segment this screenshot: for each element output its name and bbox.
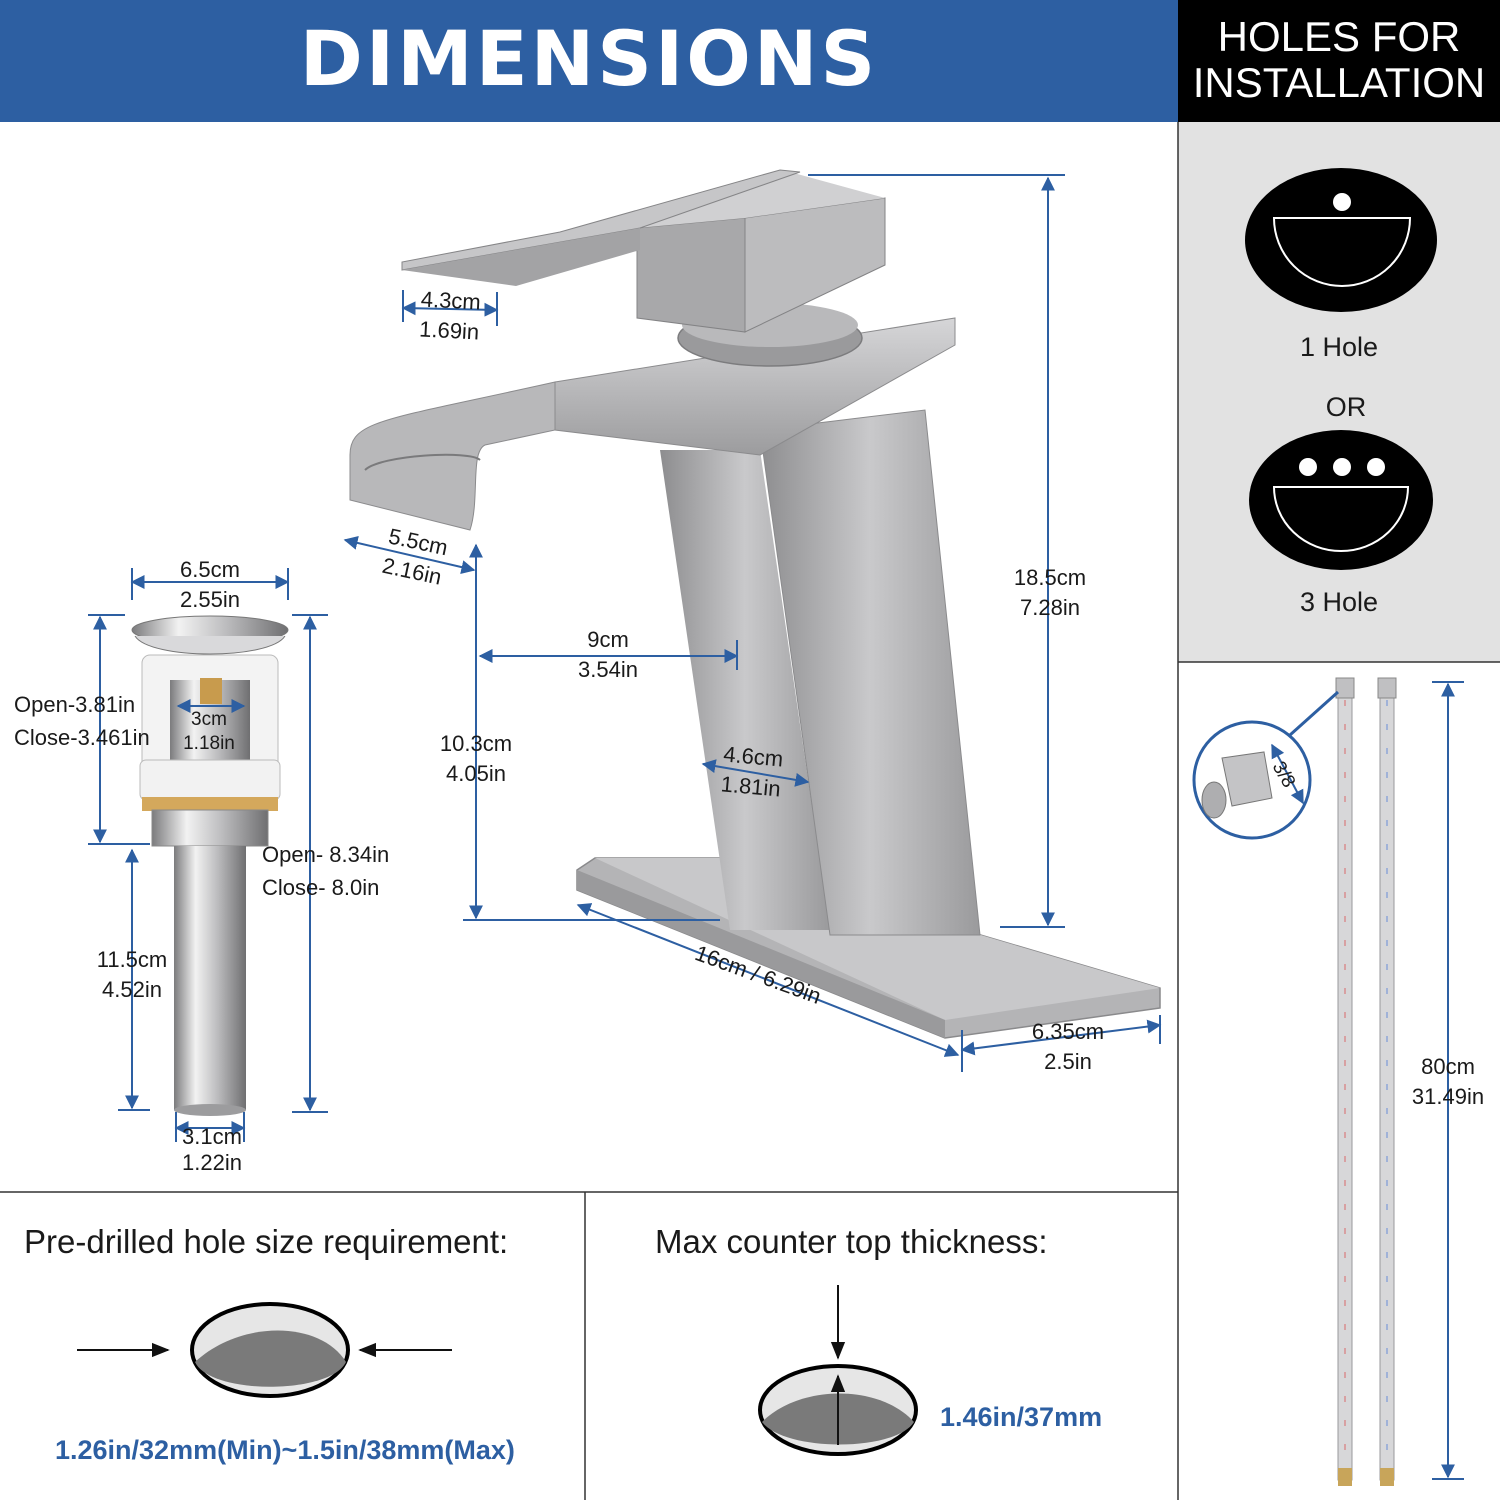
three-hole-sink-icon: [1249, 430, 1433, 570]
page-title: DIMENSIONS: [299, 14, 879, 103]
spout-reach-cm: 9cm: [587, 627, 629, 652]
open-upper-text: Open-3.81in: [14, 692, 136, 717]
header-bar: [0, 0, 1178, 122]
total-drain-label: Open- 8.34in Close- 8.0in: [262, 838, 389, 904]
spout-reach-in: 3.54in: [578, 657, 638, 682]
open-total-text: Open- 8.34in: [262, 842, 390, 867]
thickness-title: Max counter top thickness:: [655, 1223, 1048, 1260]
cap-width-in: 2.55in: [180, 587, 240, 612]
hole-size-icon: [190, 1302, 350, 1398]
cap-width-label: 6.5cm 2.55in: [160, 555, 260, 615]
hole-size-title: Pre-drilled hole size requirement:: [24, 1223, 509, 1260]
body-width-label: 4.6cm 1.81in: [700, 738, 805, 806]
one-hole-label: 1 Hole: [1299, 332, 1379, 362]
upper-height-label: Open-3.81in Close-3.461in: [14, 688, 150, 754]
spout-height-cm: 10.3cm: [439, 731, 513, 756]
dimension-lines: [88, 174, 1464, 1480]
tail-dia-in: 1.22in: [182, 1150, 242, 1175]
side-header-line-1: HOLES FOR: [1217, 13, 1461, 60]
plate-width-label: 6.35cm 2.5in: [1018, 1017, 1118, 1077]
tail-length-in: 4.52in: [102, 977, 162, 1002]
or-label: OR: [1325, 392, 1367, 422]
tail-length-label: 11.5cm 4.52in: [82, 945, 182, 1005]
total-height-cm: 18.5cm: [1013, 565, 1087, 590]
inner-dia-cm: 3cm: [191, 709, 227, 730]
spout-reach-label: 9cm 3.54in: [558, 625, 658, 685]
plate-width-cm: 6.35cm: [1031, 1019, 1105, 1044]
three-hole-label: 3 Hole: [1299, 587, 1379, 617]
panel-borders: [0, 122, 1500, 1500]
tail-dia-label: 3.1cm 1.22in: [162, 1124, 262, 1176]
hose-length-label: 80cm 31.49in: [1398, 1052, 1498, 1112]
cap-width-cm: 6.5cm: [180, 557, 240, 582]
side-header-title: HOLES FOR INSTALLATION: [1178, 14, 1500, 106]
inner-dia-in: 1.18in: [183, 733, 235, 754]
one-hole-sink-icon: [1245, 168, 1437, 312]
side-header-bar: [1178, 0, 1500, 122]
tail-dia-cm: 3.1cm: [182, 1124, 242, 1149]
hole-size-value: 1.26in/32mm(Min)~1.5in/38mm(Max): [55, 1435, 515, 1465]
thickness-value: 1.46in/37mm: [940, 1402, 1103, 1432]
handle-width-label: 4.3cm 1.69in: [398, 283, 501, 348]
note-arrows: [77, 1285, 846, 1445]
side-header-line-2: INSTALLATION: [1192, 59, 1486, 106]
close-upper-text: Close-3.461in: [14, 725, 150, 750]
spout-height-in: 4.05in: [446, 761, 506, 786]
plate-width-in: 2.5in: [1044, 1049, 1092, 1074]
hose-length-in: 31.49in: [1411, 1084, 1485, 1109]
hoses-illustration: [1192, 677, 1397, 1486]
tail-length-cm: 11.5cm: [96, 947, 168, 972]
handle-width-in: 1.69in: [418, 316, 480, 345]
close-total-text: Close- 8.0in: [262, 875, 380, 900]
total-height-label: 18.5cm 7.28in: [1000, 563, 1100, 623]
inner-dia-label: 3cm 1.18in: [176, 708, 242, 756]
total-height-in: 7.28in: [1020, 595, 1080, 620]
hose-length-cm: 80cm: [1421, 1054, 1475, 1079]
spout-height-label: 10.3cm 4.05in: [426, 729, 526, 789]
